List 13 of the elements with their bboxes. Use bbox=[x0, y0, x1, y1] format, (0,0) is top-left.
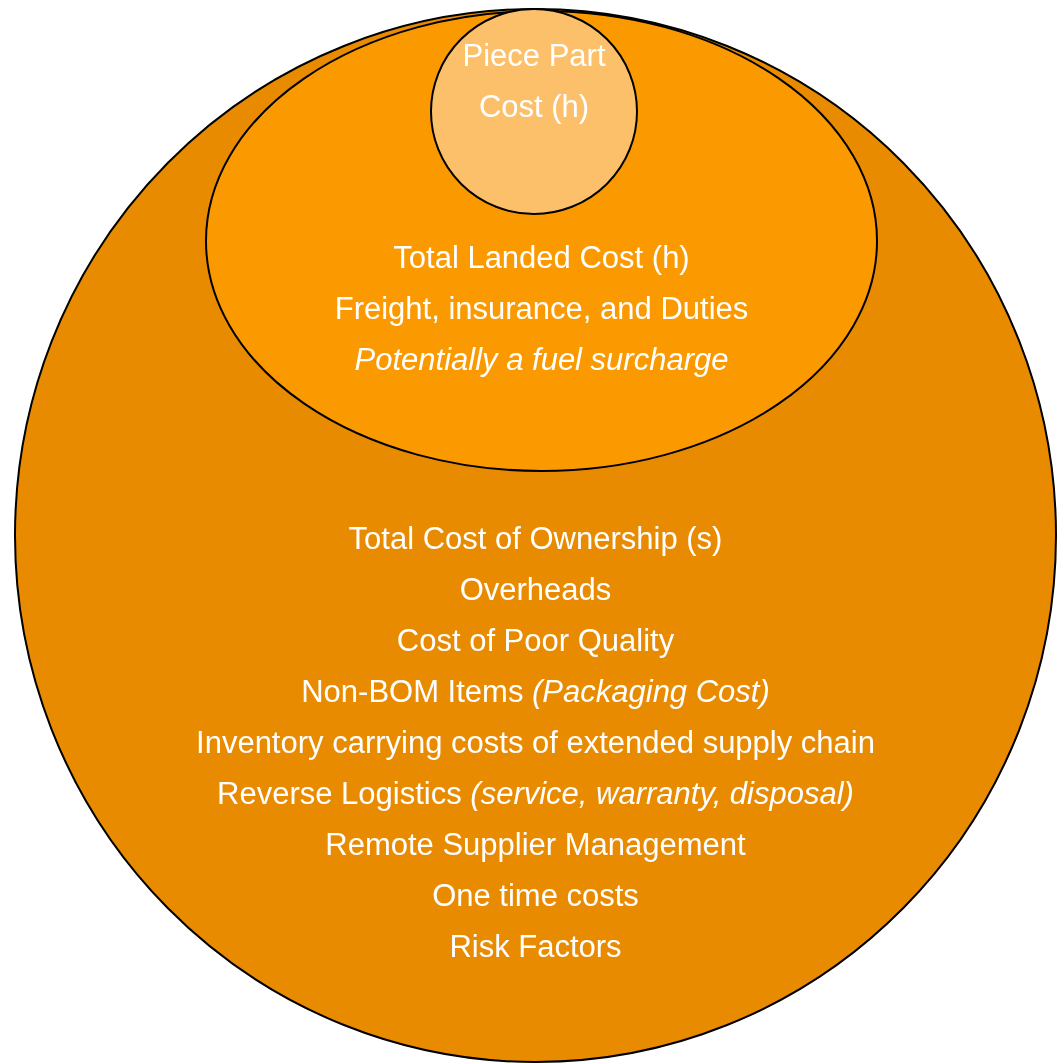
cost-item: Inventory carrying costs of extended supply chain bbox=[195, 724, 876, 762]
cost-item: Non-BOM Items (Packaging Cost) bbox=[300, 673, 771, 711]
cost-item: Potentially a fuel surcharge bbox=[353, 341, 730, 379]
circle-heading: Piece Part Cost (h) bbox=[461, 37, 607, 126]
cost-item: Risk Factors bbox=[448, 928, 623, 966]
circle-heading: Total Cost of Ownership (s) bbox=[347, 520, 724, 558]
cost-item: Freight, insurance, and Duties bbox=[333, 290, 750, 328]
cost-item: Overheads bbox=[458, 571, 613, 609]
circle-heading: Total Landed Cost (h) bbox=[392, 239, 691, 277]
cost-item: Remote Supplier Management bbox=[324, 826, 747, 864]
cost-item: Cost of Poor Quality bbox=[395, 622, 676, 660]
cost-item: One time costs bbox=[431, 877, 640, 915]
cost-item: Reverse Logistics (service, warranty, disposal) bbox=[216, 775, 855, 813]
